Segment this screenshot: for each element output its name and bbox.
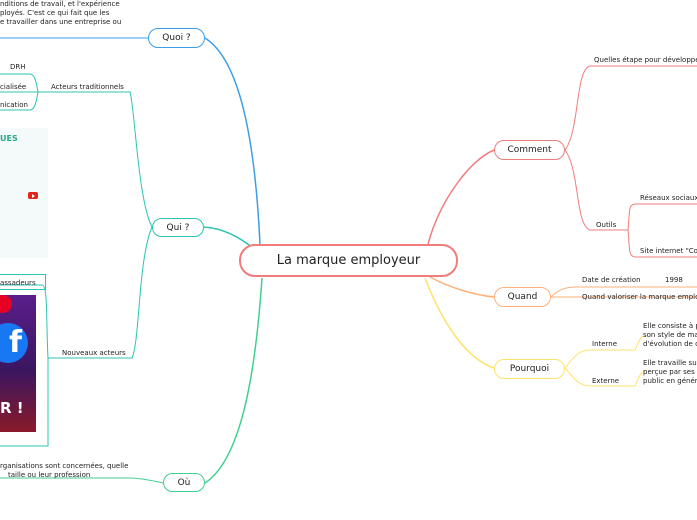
youtube-icon xyxy=(28,192,38,199)
connector-ambassadeurs xyxy=(0,284,49,359)
facebook-icon: f xyxy=(0,323,28,363)
nouveaux-acteurs-label: Nouveaux acteurs xyxy=(62,349,126,357)
interne-text-2: son style de ma xyxy=(643,331,697,339)
date-creation-label: Date de création xyxy=(582,276,641,284)
pinterest-icon xyxy=(0,295,12,313)
acteurs-image: UES xyxy=(0,128,48,258)
connector-ou xyxy=(204,277,263,484)
comment-etapes: Quelles étape pour développe xyxy=(594,56,697,64)
connector-date xyxy=(550,286,697,298)
nouveaux-acteurs-image: f R ! xyxy=(0,295,36,432)
node-quoi[interactable]: Quoi ? xyxy=(148,28,205,48)
connector-pourquoi xyxy=(424,277,495,369)
connector-acteurs-trad xyxy=(38,91,153,228)
quoi-text-line-2: ployés. C'est ce qui fait que les xyxy=(0,9,110,17)
nouveaux-acteurs-image-text: R ! xyxy=(0,399,24,417)
ambassadeurs-label: assadeurs xyxy=(0,279,36,287)
connector-reseaux xyxy=(627,203,697,231)
connector-quoi xyxy=(204,37,261,245)
outils-label: Outils xyxy=(596,221,617,229)
connector-image xyxy=(0,358,49,447)
interne-label: Interne xyxy=(592,340,618,348)
ambassadeurs-box xyxy=(0,274,46,290)
outils-site: Site internet "Co xyxy=(640,247,697,255)
connector-drh xyxy=(0,73,39,93)
connector-comment xyxy=(427,149,495,245)
connector-nication xyxy=(0,91,39,111)
acteur-nication: nication xyxy=(0,101,28,109)
node-ou[interactable]: Où xyxy=(163,473,205,492)
central-topic[interactable]: La marque employeur xyxy=(239,244,458,277)
interne-text-1: Elle consiste à p xyxy=(643,322,697,330)
externe-text-1: Elle travaille sur xyxy=(643,359,697,367)
outils-reseaux: Réseaux sociaux xyxy=(640,194,697,202)
quoi-text-line-1: nditions de travail, et l'expérience xyxy=(0,0,120,8)
externe-label: Externe xyxy=(592,377,620,385)
acteur-drh: DRH xyxy=(10,63,26,71)
connector-etapes xyxy=(564,65,697,151)
connector-ou-text xyxy=(0,477,164,484)
acteurs-traditionnels-label: Acteurs traditionnels xyxy=(51,83,124,91)
externe-text-2: perçue par ses p xyxy=(643,368,697,376)
acteurs-image-heading: UES xyxy=(0,134,18,143)
acteur-cialisee: cialisée xyxy=(0,83,27,91)
connector-site xyxy=(627,229,697,258)
quand-valoriser: Quand valoriser la marque emplo xyxy=(582,293,697,301)
interne-text-3: d'évolution de c xyxy=(643,340,697,348)
ou-text-line-2: taille ou leur profession xyxy=(8,471,91,479)
date-creation-value: 1998 xyxy=(665,276,683,284)
connector-quand xyxy=(429,276,495,298)
node-pourquoi[interactable]: Pourquoi xyxy=(494,359,565,379)
externe-text-3: public en génér xyxy=(643,377,697,385)
connector-outils xyxy=(564,149,628,231)
connector-nouveaux xyxy=(48,226,153,359)
node-qui[interactable]: Qui ? xyxy=(152,218,204,237)
node-quand[interactable]: Quand xyxy=(494,287,551,307)
connector-externe xyxy=(564,367,646,387)
connector-interne xyxy=(564,335,646,369)
ou-text-line-1: rganisations sont concernées, quelle xyxy=(0,462,129,470)
node-comment[interactable]: Comment xyxy=(494,140,565,160)
quoi-text-line-3: e travailler dans une entreprise ou xyxy=(0,18,122,26)
